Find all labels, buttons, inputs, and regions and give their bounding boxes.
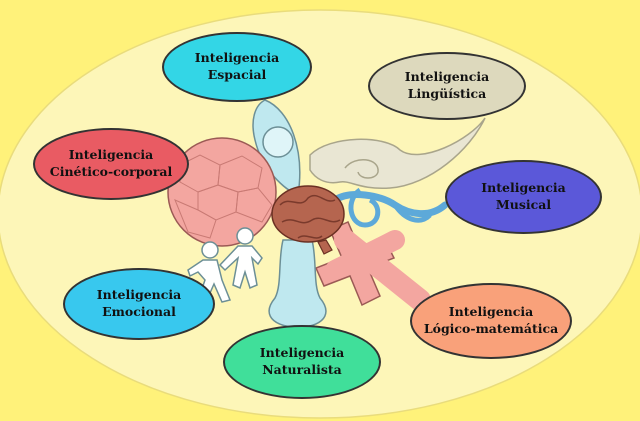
node-linguistica: Inteligencia Lingüística bbox=[368, 52, 526, 120]
node-linguistica-line2: Lingüística bbox=[407, 86, 487, 101]
node-logico-line2: Lógico-matemática bbox=[423, 321, 559, 336]
node-espacial: Inteligencia Espacial bbox=[162, 32, 312, 102]
node-logico-line1: Inteligencia bbox=[448, 304, 534, 320]
node-linguistica-line1: Inteligencia bbox=[404, 69, 490, 85]
plus-sign-icon bbox=[314, 221, 431, 311]
node-naturalista-line1: Inteligencia bbox=[259, 345, 345, 361]
brain-icon bbox=[271, 185, 345, 255]
node-espacial-line1: Inteligencia bbox=[194, 50, 280, 66]
node-logico: Inteligencia Lógico-matemática bbox=[410, 283, 572, 359]
node-emocional-line1: Inteligencia bbox=[96, 287, 182, 303]
ear-spiral-icon bbox=[309, 117, 486, 189]
node-emocional: Inteligencia Emocional bbox=[63, 268, 215, 340]
node-musical: Inteligencia Musical bbox=[445, 160, 602, 234]
node-naturalista-line2: Naturalista bbox=[262, 362, 342, 377]
soccer-ball-icon bbox=[167, 137, 277, 247]
node-musical-line2: Musical bbox=[495, 197, 552, 212]
node-espacial-line2: Espacial bbox=[207, 67, 267, 82]
node-cinetico-line1: Inteligencia bbox=[68, 147, 154, 163]
people-chain-icon bbox=[187, 227, 263, 303]
node-cinetico: Inteligencia Cinético-corporal bbox=[33, 128, 189, 200]
node-cinetico-line2: Cinético-corporal bbox=[49, 164, 173, 179]
node-naturalista: Inteligencia Naturalista bbox=[223, 325, 381, 399]
node-emocional-line2: Emocional bbox=[102, 304, 176, 319]
treble-clef-icon bbox=[331, 187, 449, 228]
spatial-eye-icon bbox=[252, 99, 301, 197]
node-musical-line1: Inteligencia bbox=[481, 180, 566, 196]
